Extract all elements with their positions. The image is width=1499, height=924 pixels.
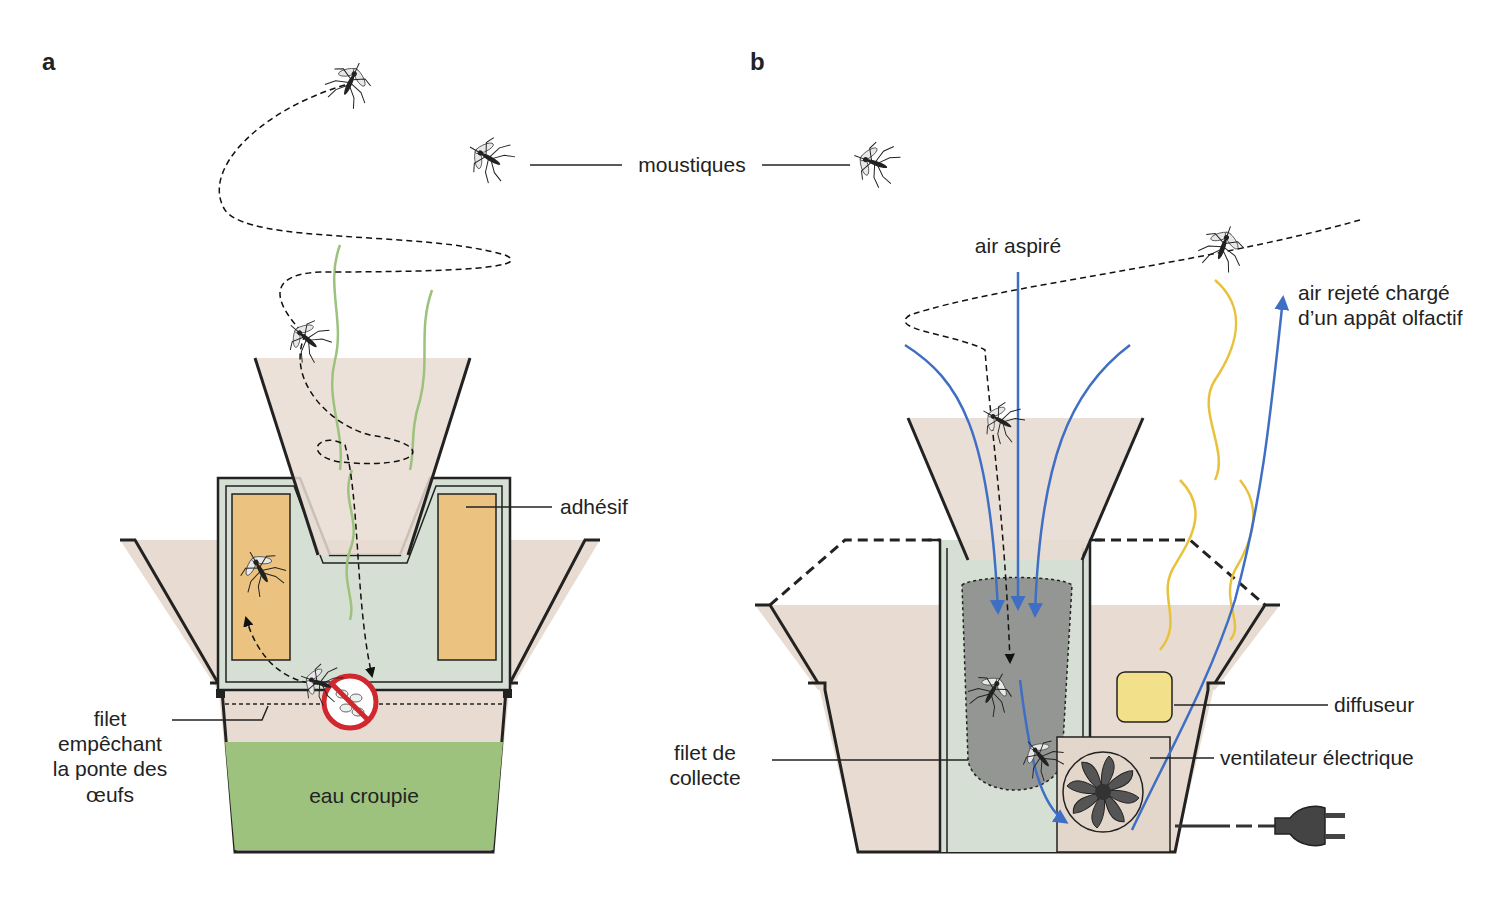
panel-letter: a (42, 48, 55, 77)
flow-label: air rejeté chargé d’un appât olfactif (1298, 280, 1463, 330)
node-text: eau croupie (309, 784, 419, 808)
part-label: adhésif (560, 494, 628, 519)
part-label: moustiques (638, 152, 745, 177)
panel-letter: b (750, 48, 765, 77)
part-label: ventilateur électrique (1220, 745, 1414, 770)
trap-b (755, 135, 1360, 852)
flow-label: air aspiré (975, 233, 1061, 258)
part-label: filet empêchant la ponte des œufs (48, 706, 172, 807)
trap-a (120, 54, 850, 852)
part-label: diffuseur (1334, 692, 1414, 717)
water-region: eau croupie (225, 742, 503, 850)
part-label: filet de collecte (645, 740, 765, 790)
